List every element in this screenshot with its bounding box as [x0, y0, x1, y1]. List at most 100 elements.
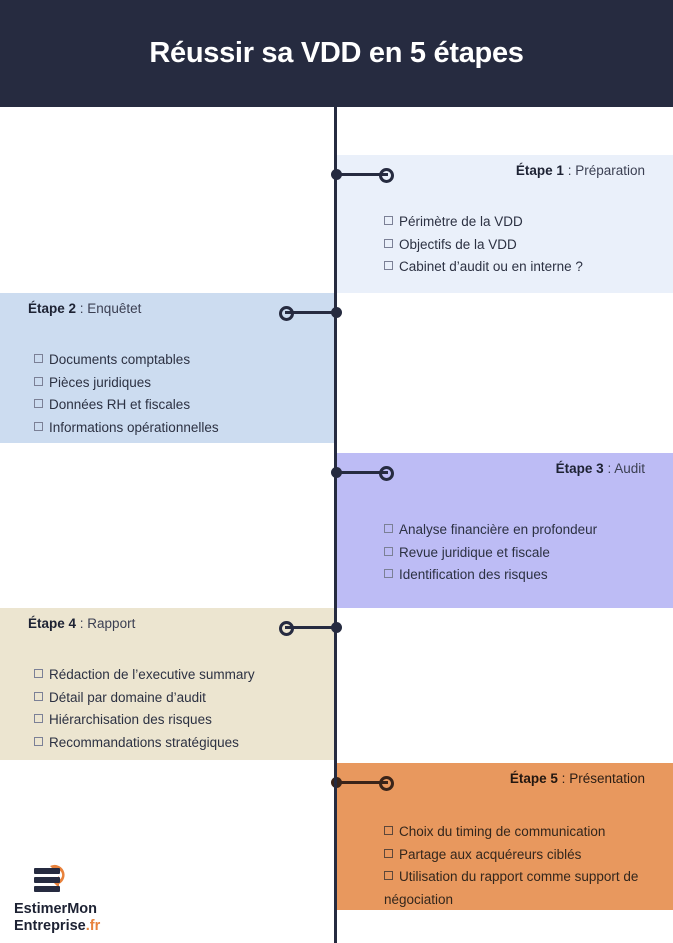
- step-3-header: Étape 3 : Audit: [331, 453, 659, 497]
- list-item-label: Détail par domaine d’audit: [49, 689, 206, 705]
- checkbox-icon: [384, 216, 393, 225]
- connector-ring-icon: [379, 466, 394, 481]
- list-item: Périmètre de la VDD: [384, 211, 659, 234]
- list-item: Utilisation du rapport comme support de …: [384, 866, 659, 911]
- step-2-items: Documents comptables Pièces juridiques D…: [14, 349, 337, 439]
- logo-swoosh-icon: [50, 864, 65, 888]
- connector-bar-icon: [285, 626, 334, 629]
- checkbox-icon: [384, 848, 393, 858]
- logo-line-2-wrapper: Entreprise.fr: [14, 918, 164, 935]
- list-item-label: Choix du timing de communication: [399, 824, 606, 839]
- checkbox-icon: [384, 238, 393, 248]
- checkbox-icon: [384, 569, 393, 578]
- timeline-spine: [334, 107, 337, 943]
- step-2-label: Étape 2: [28, 301, 77, 316]
- step-5-header: Étape 5 : Présentation: [331, 763, 659, 807]
- list-item-label: Cabinet d’audit ou en interne ?: [399, 259, 583, 274]
- step-5-title: Étape 5 : Présentation: [510, 771, 645, 786]
- step-1-title: Étape 1 : Préparation: [516, 163, 645, 178]
- step-panel-3: Étape 3 : Audit Analyse financière en pr…: [331, 453, 673, 608]
- step-1-items: Périmètre de la VDD Objectifs de la VDD …: [336, 211, 659, 279]
- list-item-label: Hiérarchisation des risques: [49, 712, 212, 727]
- list-item: Pièces juridiques: [34, 372, 337, 395]
- brand-logo: EstimerMon Entreprise.fr: [14, 862, 164, 935]
- connector-ring-icon: [279, 306, 294, 321]
- list-item: Partage aux acquéreurs ciblés: [384, 844, 659, 867]
- step-1-label: Étape 1: [515, 163, 564, 178]
- step-3-label: Étape 3: [555, 461, 604, 476]
- list-item-label: Données RH et fiscales: [49, 397, 191, 412]
- step-panel-2: Étape 2 : Enquêtet Documents comptables …: [0, 293, 342, 443]
- step-panel-5: Étape 5 : Présentation Choix du timing d…: [331, 763, 673, 911]
- list-item-label: Documents comptables: [49, 352, 191, 367]
- step-panel-1: Étape 1 : Préparation Périmètre de la VD…: [331, 155, 673, 293]
- step-4-separator: :: [76, 616, 88, 631]
- checkbox-icon: [34, 736, 43, 746]
- connector-bar-icon: [339, 471, 388, 474]
- list-item: Données RH et fiscales: [34, 394, 337, 417]
- step-3-separator: :: [603, 461, 615, 476]
- step-3-items: Analyse financière en profondeur Revue j…: [336, 519, 659, 587]
- connector-bar-icon: [285, 311, 334, 314]
- step-4-name: Rapport: [87, 616, 136, 631]
- list-item: Identification des risques: [384, 564, 659, 587]
- checkbox-icon: [34, 714, 43, 723]
- list-item-label: Pièces juridiques: [49, 374, 152, 390]
- step-2-name: Enquêtet: [87, 301, 142, 316]
- list-item: Rédaction de l’executive summary: [34, 664, 337, 687]
- logo-wordmark: EstimerMon Entreprise.fr: [14, 901, 164, 935]
- list-item: Choix du timing de communication: [384, 821, 659, 844]
- logo-line-2: Entreprise: [14, 918, 86, 934]
- list-item-label: Informations opérationnelles: [49, 419, 219, 435]
- step-1-name: Préparation: [575, 163, 645, 178]
- list-item-label: Revue juridique et fiscale: [399, 544, 550, 560]
- connector-ring-icon: [379, 168, 394, 183]
- step-4-title: Étape 4 : Rapport: [28, 616, 135, 631]
- connector-ring-icon: [379, 776, 394, 791]
- logo-bar-icon: [34, 868, 60, 874]
- logo-mark-icon: [34, 862, 78, 896]
- step-3-title: Étape 3 : Audit: [556, 461, 645, 476]
- checkbox-icon: [34, 399, 43, 408]
- step-5-label: Étape 5: [509, 771, 558, 786]
- list-item-label: Objectifs de la VDD: [399, 236, 517, 252]
- list-item-label: Périmètre de la VDD: [399, 214, 523, 229]
- list-item-label: Rédaction de l’executive summary: [49, 667, 255, 682]
- list-item: Hiérarchisation des risques: [34, 709, 337, 732]
- checkbox-icon: [34, 376, 43, 386]
- header-banner: Réussir sa VDD en 5 étapes: [0, 0, 673, 107]
- checkbox-icon: [34, 421, 43, 431]
- list-item: Analyse financière en profondeur: [384, 519, 659, 542]
- checkbox-icon: [34, 354, 43, 363]
- list-item-label: Utilisation du rapport comme support de …: [384, 869, 639, 907]
- step-5-name: Présentation: [569, 771, 645, 786]
- logo-line-1: EstimerMon: [14, 901, 97, 917]
- list-item: Recommandations stratégiques: [34, 732, 337, 755]
- connector-ring-icon: [279, 621, 294, 636]
- list-item-label: Recommandations stratégiques: [49, 734, 239, 750]
- step-5-items: Choix du timing de communication Partage…: [336, 821, 659, 911]
- checkbox-icon: [384, 871, 393, 880]
- list-item: Cabinet d’audit ou en interne ?: [384, 256, 659, 279]
- step-2-title: Étape 2 : Enquêtet: [28, 301, 141, 316]
- step-2-separator: :: [76, 301, 88, 316]
- checkbox-icon: [384, 524, 393, 533]
- logo-bar-icon: [34, 886, 60, 892]
- checkbox-icon: [34, 669, 43, 678]
- step-1-separator: :: [563, 163, 576, 178]
- page-title: Réussir sa VDD en 5 étapes: [149, 37, 524, 69]
- step-5-separator: :: [557, 771, 570, 786]
- list-item: Détail par domaine d’audit: [34, 687, 337, 710]
- step-4-header: Étape 4 : Rapport: [14, 608, 342, 652]
- list-item: Documents comptables: [34, 349, 337, 372]
- step-2-header: Étape 2 : Enquêtet: [14, 293, 342, 337]
- list-item: Revue juridique et fiscale: [384, 542, 659, 565]
- step-4-label: Étape 4: [28, 616, 77, 631]
- step-4-items: Rédaction de l’executive summary Détail …: [14, 664, 337, 754]
- step-1-header: Étape 1 : Préparation: [331, 155, 659, 199]
- checkbox-icon: [34, 691, 43, 701]
- checkbox-icon: [384, 546, 393, 556]
- step-3-name: Audit: [614, 461, 645, 476]
- logo-tld: .fr: [85, 918, 101, 934]
